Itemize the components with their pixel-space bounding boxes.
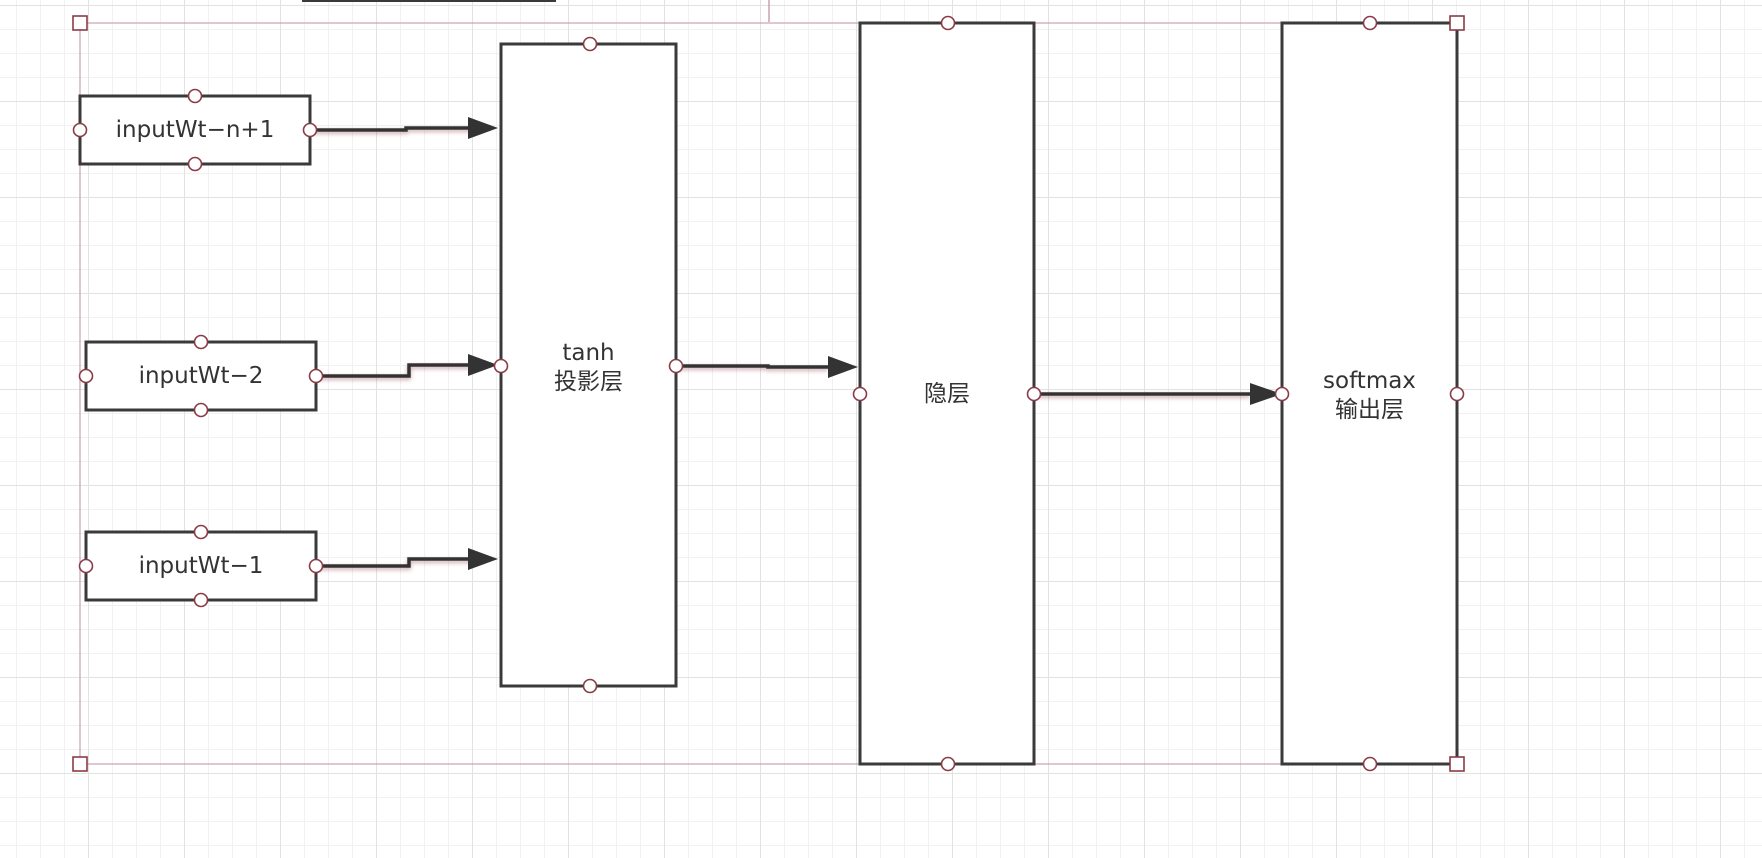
- handle-input-1-top[interactable]: [193, 524, 209, 540]
- node-input-n1[interactable]: [78, 94, 312, 166]
- resize-handle-top-right[interactable]: [1449, 15, 1465, 31]
- handle-input-1-bottom[interactable]: [193, 592, 209, 608]
- handle-hidden-bottom[interactable]: [940, 756, 956, 772]
- resize-handle-bottom-left[interactable]: [72, 756, 88, 772]
- arrowhead-hidden: [1250, 383, 1282, 405]
- handle-projection-top[interactable]: [582, 36, 598, 52]
- handle-input-2-right[interactable]: [308, 368, 324, 384]
- handle-projection-bottom[interactable]: [582, 678, 598, 694]
- resize-handle-top-left[interactable]: [72, 15, 88, 31]
- arrowheads: [468, 117, 1282, 570]
- handle-input-2-top[interactable]: [193, 334, 209, 350]
- node-output[interactable]: [1280, 21, 1459, 766]
- handle-input-n1-top[interactable]: [187, 88, 203, 104]
- arrowhead-input-1: [468, 548, 498, 570]
- edge-input-1-to-projection[interactable]: [316, 557, 478, 568]
- edges: [310, 126, 1250, 568]
- handle-input-2-bottom[interactable]: [193, 402, 209, 418]
- node-input-2[interactable]: [84, 340, 318, 412]
- node-projection[interactable]: [499, 42, 678, 688]
- connection-handles[interactable]: [72, 15, 1465, 772]
- handle-input-n1-bottom[interactable]: [187, 156, 203, 172]
- handle-projection-left[interactable]: [493, 358, 509, 374]
- handle-projection-right[interactable]: [668, 358, 684, 374]
- handle-hidden-right[interactable]: [1026, 386, 1042, 402]
- handle-output-top[interactable]: [1362, 15, 1378, 31]
- handle-input-2-left[interactable]: [78, 368, 94, 384]
- arrowhead-input-n1: [468, 117, 498, 139]
- handle-input-1-right[interactable]: [308, 558, 324, 574]
- handle-output-bottom[interactable]: [1362, 756, 1378, 772]
- handle-input-n1-left[interactable]: [72, 122, 88, 138]
- node-hidden[interactable]: [858, 21, 1036, 766]
- handle-hidden-top[interactable]: [940, 15, 956, 31]
- edge-input-2-to-projection[interactable]: [316, 363, 478, 378]
- handle-input-1-left[interactable]: [78, 558, 94, 574]
- handle-hidden-left[interactable]: [852, 386, 868, 402]
- arrowhead-input-2: [468, 354, 498, 376]
- handle-output-right[interactable]: [1449, 386, 1465, 402]
- resize-handles[interactable]: [72, 15, 1465, 772]
- handle-output-left[interactable]: [1274, 386, 1290, 402]
- handle-input-n1-right[interactable]: [302, 122, 318, 138]
- resize-handle-bottom-right[interactable]: [1449, 756, 1465, 772]
- arrowhead-projection: [828, 356, 858, 378]
- node-input-1[interactable]: [84, 530, 318, 602]
- edge-input-n1-to-projection[interactable]: [310, 126, 478, 132]
- edge-projection-to-hidden[interactable]: [676, 364, 828, 369]
